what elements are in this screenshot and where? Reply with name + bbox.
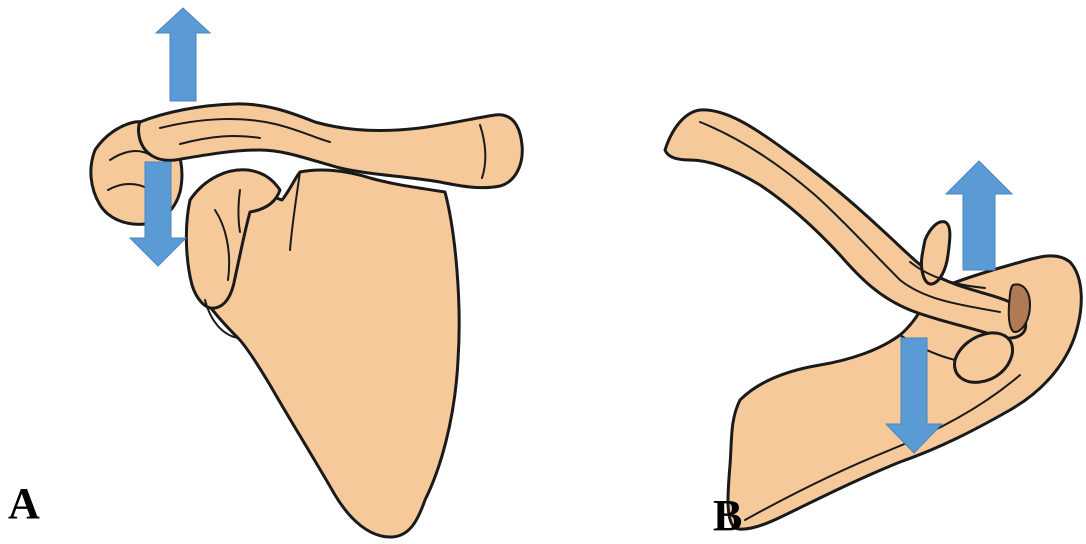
panel-label-a: A — [8, 482, 40, 526]
panel-label-b: B — [713, 494, 742, 538]
arrow-up-icon — [156, 8, 210, 101]
panel-a — [91, 8, 522, 537]
panel-b — [665, 110, 1081, 529]
coracoid-b — [921, 222, 949, 284]
arrow-up-icon — [946, 161, 1012, 270]
